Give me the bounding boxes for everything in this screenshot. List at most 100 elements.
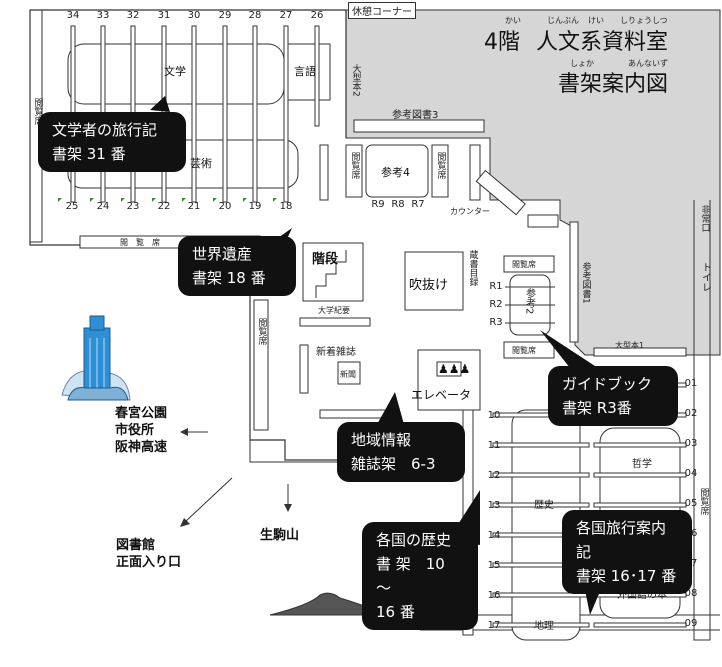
- shelf-number-24: 24: [96, 201, 110, 212]
- shelf-number-26: 26: [310, 10, 324, 21]
- highway-label: 阪神高速: [115, 440, 168, 455]
- reading-seat-right-wall: 閲覧席: [698, 488, 709, 515]
- reference-row-R3: R3: [489, 317, 503, 328]
- ruby-jinbun: じんぶん: [547, 16, 579, 25]
- newspaper-label: 新聞: [340, 370, 356, 379]
- park-label: 春宮公園: [115, 406, 168, 421]
- large-book-2-label: 大型本2: [350, 64, 361, 97]
- library-entrance: 図書館 正面入り口: [116, 537, 181, 571]
- geography-label: 地理: [534, 621, 554, 632]
- shelf-number-20: 20: [218, 201, 232, 212]
- shelf-number-09: 09: [684, 618, 698, 629]
- callout-line: 書架 31 番: [52, 145, 126, 163]
- philosophy-label: 哲学: [632, 459, 652, 470]
- ruby-shiryoshitsu: しりょうしつ: [620, 16, 668, 25]
- reference-col-R9: R9: [371, 199, 385, 210]
- callout-line: 書架 18 番: [192, 269, 266, 287]
- callout-line: 世界遺産: [192, 245, 253, 263]
- reference-3-label: 参考図書3: [392, 110, 439, 121]
- rest-corner-label: 休憩コーナー: [348, 2, 416, 19]
- reading-seat-ref-bottom: 閲覧席: [512, 346, 536, 355]
- shelf-number-34: 34: [66, 10, 80, 21]
- callout-line: 書 架 10 ～: [376, 555, 445, 597]
- directions-east: 春宮公園 市役所 阪神高速: [115, 405, 167, 456]
- reference-2-label: 参考2: [523, 288, 535, 315]
- callout-line: 雑誌架 6-3: [351, 455, 436, 473]
- reading-seat-ref-top: 閲覧席: [512, 260, 536, 269]
- reading-seat-left-wall: 閲覧席: [32, 98, 43, 125]
- shelf-number-14: 14: [487, 530, 501, 541]
- shelf-number-32: 32: [126, 10, 140, 21]
- shelf-number-05: 05: [684, 498, 698, 509]
- library-label: 図書館: [116, 538, 156, 553]
- ruby-shoka: しょか: [570, 59, 594, 68]
- callout-line: 各国の歴史: [376, 531, 452, 549]
- room-name: 人文系資料室: [536, 30, 669, 55]
- foreign-language-label: 外国語の本: [617, 590, 667, 601]
- shelf-number-15: 15: [487, 560, 501, 571]
- reading-seat-horizontal: 閲 覧 席: [120, 238, 160, 247]
- staff-area: [345, 9, 721, 356]
- shelf-number-29: 29: [218, 10, 232, 21]
- shelf-number-10: 10: [487, 410, 501, 421]
- shelf-number-02: 02: [684, 408, 698, 419]
- shelf-number-25: 25: [65, 201, 79, 212]
- shelf-number-17: 17: [487, 620, 501, 631]
- callout-travel-guides: 各国旅行案内記 書架 16･17 番: [562, 510, 692, 594]
- shelf-number-11: 11: [487, 440, 501, 451]
- holdings-catalog-label: 蔵書目録: [467, 250, 478, 286]
- callout-line: 各国旅行案内記: [576, 519, 667, 561]
- reference-row-R1: R1: [489, 281, 503, 292]
- shelf-number-01: 01: [684, 378, 698, 389]
- reference-row-R2: R2: [489, 299, 503, 310]
- callout-regional-info: 地域情報 雑誌架 6-3: [337, 422, 465, 482]
- callout-line: 書架 R3番: [562, 399, 632, 417]
- callout-line: 文学者の旅行記: [52, 121, 158, 139]
- reference-col-R7: R7: [411, 199, 425, 210]
- callout-literary-travel: 文学者の旅行記 書架 31 番: [38, 112, 186, 172]
- ruby-annaizu: あんないず: [628, 59, 668, 68]
- stairs-label: 階段: [312, 252, 339, 267]
- reference-4-label: 参考4: [381, 166, 410, 179]
- ikoma-label: 生駒山: [260, 528, 300, 543]
- university-bulletin-label: 大学紀要: [318, 306, 350, 315]
- callout-guidebook: ガイドブック 書架 R3番: [548, 366, 678, 426]
- reading-seat-right: 閲覧席: [435, 152, 446, 179]
- green-markers: [58, 198, 277, 202]
- elevator-icon: ♟♟♟: [438, 362, 471, 376]
- shelf-number-19: 19: [248, 201, 262, 212]
- shelf-number-30: 30: [187, 10, 201, 21]
- shelf-number-12: 12: [487, 470, 501, 481]
- shelf-number-27: 27: [279, 10, 293, 21]
- emergency-exit-label[interactable]: 非常口: [699, 205, 710, 232]
- reading-seat-left: 閲覧席: [349, 152, 360, 179]
- reference-books-1-label: 参考図書1: [580, 262, 591, 304]
- atrium-label: 吹抜け: [409, 278, 449, 293]
- new-magazines-label: 新着雑誌: [316, 347, 356, 358]
- counter-label: カウンター: [450, 207, 490, 216]
- shelf-number-03: 03: [684, 438, 698, 449]
- callout-line: 16 番: [376, 603, 415, 621]
- shelf-number-33: 33: [96, 10, 110, 21]
- callout-line: ガイドブック: [562, 375, 653, 393]
- callout-line: 書架 16･17 番: [576, 567, 677, 585]
- guide-title: 書架案内図: [558, 72, 669, 97]
- ruby-kei: けい: [588, 16, 604, 25]
- history-label: 歴史: [534, 500, 554, 511]
- elevator-label: エレベータ: [411, 388, 472, 402]
- entrance-label: 正面入り口: [116, 555, 182, 570]
- right-wall: [693, 200, 711, 641]
- reference-col-R8: R8: [391, 199, 405, 210]
- toilet-label: トイレ: [699, 262, 711, 292]
- shelf-number-04: 04: [684, 468, 698, 479]
- reading-seat-inner-wall: 閲覧席: [256, 318, 267, 345]
- callout-national-history: 各国の歴史 書 架 10 ～ 16 番: [362, 522, 478, 630]
- shelf-number-18: 18: [279, 201, 293, 212]
- shelf-number-28: 28: [248, 10, 262, 21]
- ruby-kai: かい: [505, 16, 521, 25]
- shelf-number-23: 23: [126, 201, 140, 212]
- large-book-1-label: 大型本1: [615, 341, 645, 350]
- callout-world-heritage: 世界遺産 書架 18 番: [178, 236, 296, 296]
- floor-number: 4階: [484, 30, 520, 55]
